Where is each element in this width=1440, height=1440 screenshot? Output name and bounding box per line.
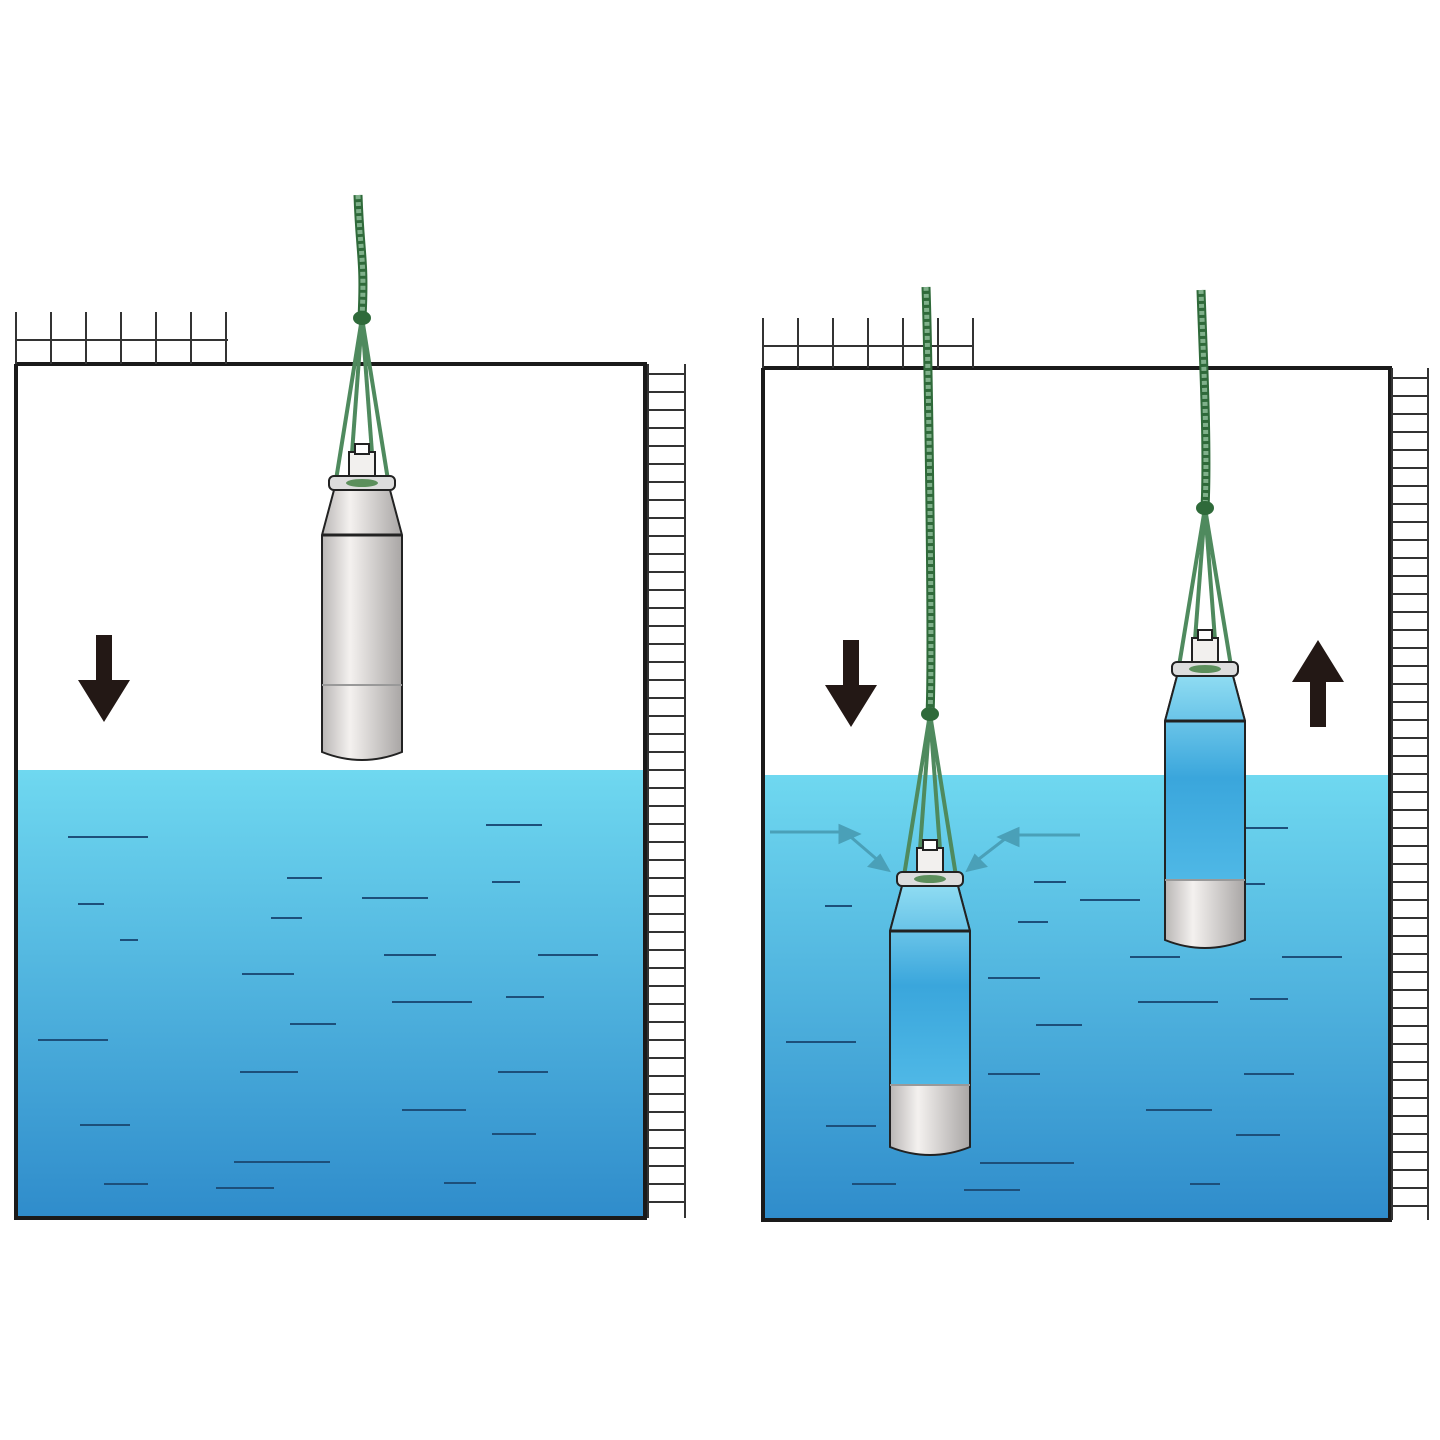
rope xyxy=(355,194,366,319)
right-ladder xyxy=(1391,368,1429,1220)
bottle-cap xyxy=(348,451,376,477)
arrowhead-icon xyxy=(965,853,988,873)
sampler-bottle-lowering xyxy=(321,194,403,761)
bottle-body xyxy=(321,489,403,761)
left-water xyxy=(18,770,645,1218)
arrowhead-icon xyxy=(867,853,891,873)
sampler-bottle-filling xyxy=(889,286,971,1156)
rope-knot xyxy=(1196,501,1214,515)
rope-knot xyxy=(353,311,371,325)
flange-ring xyxy=(1189,665,1221,673)
rope xyxy=(1198,289,1209,509)
bottle-cap xyxy=(916,847,944,873)
sling-rope xyxy=(902,713,932,877)
left-railing xyxy=(15,312,228,364)
cap-valve xyxy=(1197,629,1213,641)
sling-rope xyxy=(1203,507,1233,667)
right-water xyxy=(765,775,1390,1220)
down-arrow-icon xyxy=(78,635,130,722)
sling-rope xyxy=(334,317,364,481)
sampler-bottle-raised xyxy=(1164,289,1246,949)
right-tank xyxy=(761,318,1429,1222)
rope xyxy=(923,286,934,715)
flange-ring xyxy=(346,479,378,487)
right-railing xyxy=(762,318,974,368)
left-tank-walls xyxy=(14,362,647,1220)
down-arrow-icon xyxy=(825,640,877,727)
bottle-water xyxy=(889,885,971,1086)
flange-ring xyxy=(914,875,946,883)
left-water-ripples xyxy=(38,824,598,1189)
rope xyxy=(353,194,368,319)
sling-rope xyxy=(928,713,958,877)
sling-rope xyxy=(1177,507,1207,667)
bottle-cap xyxy=(1191,637,1219,663)
inflow-arrows xyxy=(770,823,1080,873)
sling-rope xyxy=(360,317,390,481)
left-tank xyxy=(14,312,686,1220)
left-ladder xyxy=(647,364,686,1218)
bottle-water xyxy=(1164,675,1246,881)
cap-valve xyxy=(922,839,938,851)
up-arrow-icon xyxy=(1292,640,1344,727)
right-water-ripples xyxy=(786,827,1342,1191)
cap-valve xyxy=(354,443,370,455)
right-tank-walls xyxy=(761,366,1392,1222)
rope-knot xyxy=(921,707,939,721)
